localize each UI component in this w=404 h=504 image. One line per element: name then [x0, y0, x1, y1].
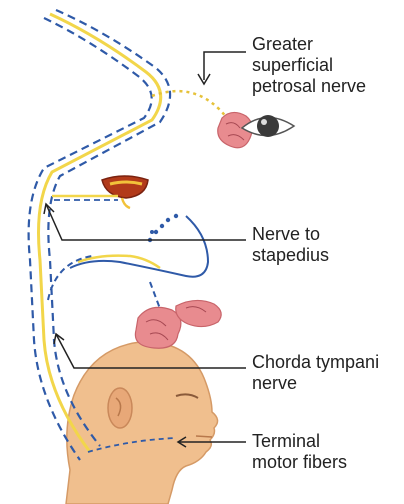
chorda-tympani-loop — [70, 216, 208, 277]
chorda-tympani-label: Chorda tympani nerve — [252, 352, 379, 394]
salivary-gland-icon — [135, 300, 221, 348]
head-icon — [66, 342, 218, 504]
stapedius-muscle-icon — [102, 176, 148, 208]
middle-ear-dots — [148, 214, 178, 242]
nerve-to-stapedius-label: Nerve to stapedius — [252, 224, 329, 266]
terminal-motor-fibers-label: Terminal motor fibers — [252, 431, 347, 473]
greater-superficial-petrosal-label: Greater superficial petrosal nerve — [252, 34, 366, 97]
